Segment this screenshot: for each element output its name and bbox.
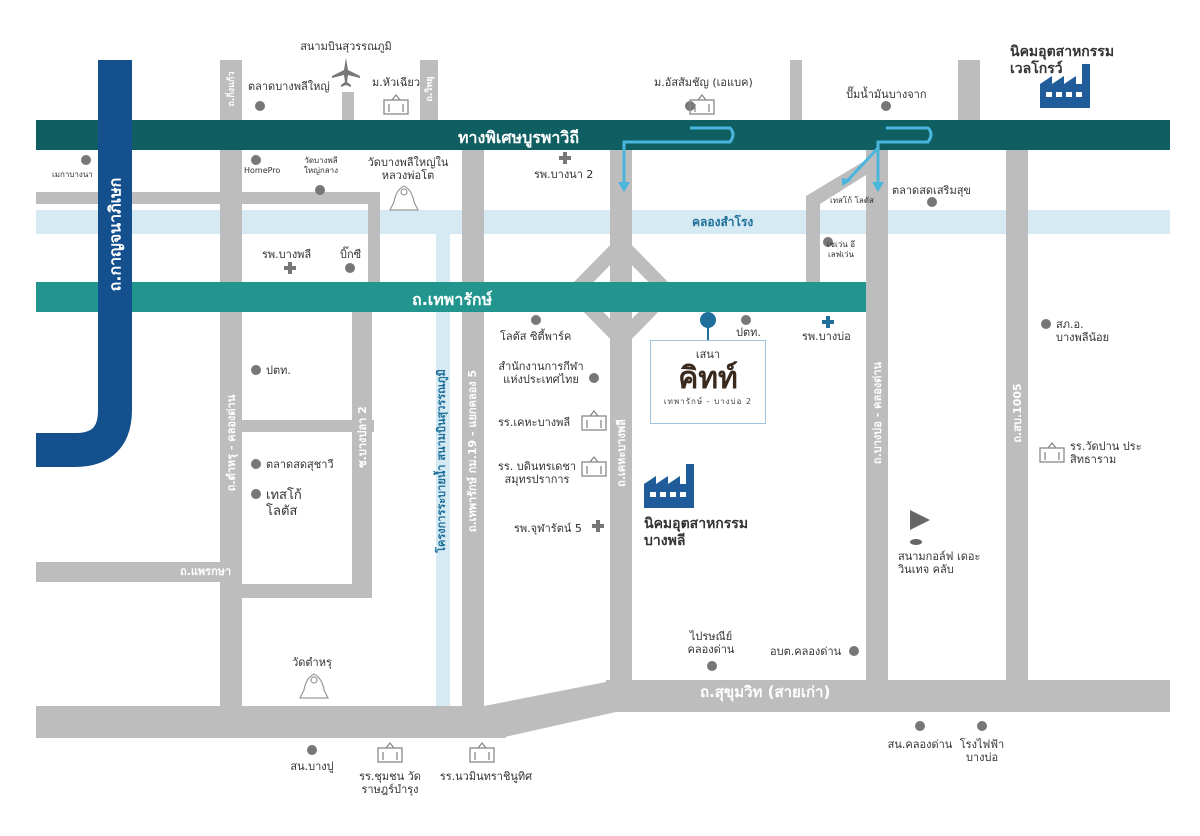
road-kanchanaphisek (36, 60, 132, 467)
route-arrowheads (618, 178, 884, 192)
tamru-label: ถ.ตำหรุ - คลองด่าน (225, 394, 238, 492)
sp1005-label: ถ.สบ.1005 (1011, 383, 1024, 443)
estate-bangphli-label: นิคมอุตสาหกรรม บางพลี (644, 516, 749, 549)
school-icons (377, 93, 1065, 763)
road-bigc (368, 196, 380, 296)
bangbo-label: ถ.บางบ่อ - คลองด่าน (871, 361, 884, 465)
road-bangpla2-bottom (240, 584, 372, 598)
mega-bangna-label: เมกาบางนา (52, 170, 93, 179)
airport-label: สนามบินสุวรรณภูมิ (300, 40, 392, 53)
road-phraeksa (36, 562, 242, 582)
project-brand-sub: เทพารักษ์ - บางบ่อ 2 (663, 397, 753, 406)
village-huachiao-label: ม.หัวเฉียว (372, 76, 421, 89)
project-brand-top: เสนา (695, 348, 721, 361)
road-sp1005 (1006, 148, 1028, 688)
hosp-chularat5-label: รพ.จุฬารัตน์ 5 (514, 522, 582, 535)
road-tamru-horiz (240, 420, 374, 432)
univ-abac-label: ม.อัสสัมชัญ (เอแบค) (654, 76, 753, 89)
road-motorway-burapha (36, 120, 1170, 150)
motorway-label: ทางพิเศษบูรพาวิถี (458, 128, 580, 147)
school-nawamin-label: รร.นวมินทราชินูทิศ (439, 770, 533, 783)
post-klongdan-label: ไปรษณีย์ คลองด่าน (687, 630, 735, 656)
temple-icons (299, 185, 419, 699)
poi-dots (81, 101, 1051, 755)
road-sukhumvit (606, 680, 1170, 712)
road-sukhumvit-diag (484, 680, 616, 738)
project-logo[interactable]: เสนา คิทท์ เทพารักษ์ - บางบ่อ 2 (650, 340, 766, 424)
road-right-spur (958, 60, 980, 120)
hospital-icons (284, 152, 604, 532)
thepharak-label: ถ.เทพารักษ์ (412, 290, 493, 309)
phraeksa-label: ถ.แพรกษา (180, 565, 232, 578)
canal-label: คลองสำโรง (692, 215, 754, 229)
tesco-lotus-top-label: เทสโก้ โลตัส (830, 196, 874, 205)
project-brand-main: คิทท์ (678, 361, 738, 396)
sko-bangphlinoi-label: สภ.อ. บางพลีน้อย (1056, 318, 1110, 344)
golf-label: สนามกอล์ฟ เดอะวินเทจ คลับ (898, 550, 981, 576)
road-seven-spur (806, 196, 820, 288)
school-kheha-label: รร.เคหะบางพลี (498, 416, 571, 429)
road-bottom (36, 706, 506, 738)
kanchana-label: ถ.กาญจนาภิเษก (105, 177, 125, 292)
sukhumvit-label: ถ.สุขุมวิท (สายเก่า) (700, 683, 831, 701)
wat-bangphli-klang-label: วัดบางพลี ใหญ่กลาง (303, 156, 339, 175)
hosp-bangna2-label: รพ.บางนา 2 (534, 168, 594, 181)
wittaya-label: ถ.วิทยุ (425, 76, 435, 102)
hosp-bangphli-label: รพ.บางพลี (262, 248, 312, 261)
tesco-lotus-label: เทสโก้ โลตัส (266, 488, 302, 519)
gas-bangchak-label: ปั๊มน้ำมันบางจาก (846, 88, 927, 101)
seven-eleven-label: เซเว่น อีเลฟเว่น (826, 240, 856, 259)
canal-airport-drain (436, 234, 450, 706)
kheha-label: ถ.เคหะบางพลี (615, 419, 628, 487)
market-soemsuk-label: ตลาดสดเสริมสุข (892, 184, 971, 197)
road-top-horiz (36, 192, 380, 204)
police-bangpu-label: สน.บางปู (290, 760, 334, 773)
canal-samrong (36, 210, 1170, 234)
homepro-label: HomePro (244, 166, 281, 175)
wat-bangphli-nai-label: วัดบางพลีใหญ่ใน หลวงพ่อโต (367, 156, 449, 182)
bigc-label: บิ๊กซี (340, 248, 362, 261)
road-bangbo (866, 148, 888, 688)
thepharak-km19-label: ถ.เทพารักษ์ กม.19 - แยกคลอง 5 (466, 369, 479, 533)
road-interchange (564, 233, 678, 351)
airplane-icon (332, 58, 360, 87)
estate-welgrow-label: นิคมอุตสาหกรรม เวลโกรว์ (1010, 44, 1115, 77)
lotus-city-park-label: โลตัส ซิตี้พาร์ค (500, 330, 572, 343)
market-bangphli-label: ตลาดบางพลีใหญ่ (248, 80, 330, 93)
power-bangbo-label: โรงไฟฟ้า บางบ่อ (959, 738, 1005, 764)
school-bodin-label: รร. บดินทรเดชา สมุทรปราการ (497, 460, 577, 486)
factory-icons (644, 64, 1090, 508)
road-abac-spur (790, 60, 802, 120)
hosp-bangbo-label: รพ.บางบ่อ (802, 330, 851, 343)
hospital-icon-bangbo (822, 316, 834, 328)
road-wittaya (420, 60, 438, 120)
sports-authority-label: สำนักงานการกีฬา แห่งประเทศไทย (498, 360, 584, 386)
bangpla2-label: ซ.บางปลา 2 (356, 406, 369, 468)
police-klongdan-label: สน.คลองด่าน (887, 738, 953, 751)
canal-project-label: โครงการระบายน้ำ สนามบินสุวรรณภูมิ (435, 369, 448, 553)
school-watpan-label: รร.วัดปาน ประสิทธาราม (1070, 440, 1142, 466)
minor-roads (36, 60, 1170, 738)
obt-klongdan-label: อบต.คลองด่าน (770, 645, 842, 658)
road-thepharak (36, 282, 866, 312)
market-suchawee-label: ตลาดสดสุชาวี (266, 458, 334, 471)
school-wat-ratrat-label: รร.ชุมชน วัดราษฎร์บำรุง (359, 770, 421, 796)
kingkaew-label: ถ.กิ่งแก้ว (227, 71, 237, 107)
road-bangpla2 (352, 310, 372, 598)
route-arrows (622, 126, 933, 184)
ptt-center-label: ปตท. (736, 326, 761, 339)
golf-flag-icon (910, 510, 930, 545)
ptt-left-label: ปตท. (266, 364, 291, 377)
road-kingkaew (220, 60, 242, 710)
wat-tamru-label: วัดตำหรุ (292, 656, 332, 669)
road-top-left-spur (342, 92, 354, 120)
